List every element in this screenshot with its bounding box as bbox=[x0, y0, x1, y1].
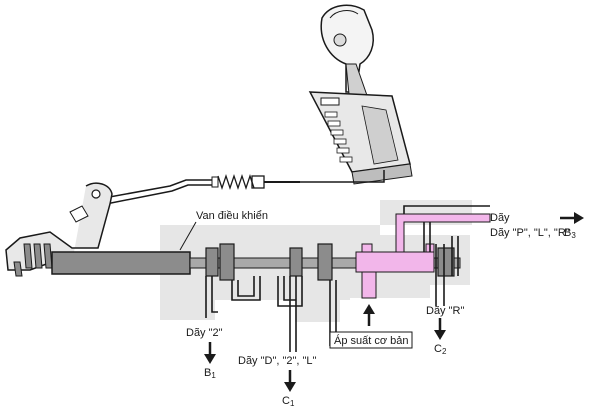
label-line-2: Dãy "2" bbox=[186, 327, 223, 339]
valve-linkage bbox=[5, 182, 113, 277]
arrow-b1 bbox=[204, 342, 216, 364]
label-b3: B3 bbox=[564, 227, 576, 240]
valve-land-5 bbox=[437, 247, 455, 277]
shift-gate bbox=[308, 91, 413, 185]
label-base-pressure: Áp suất cơ bản bbox=[334, 334, 408, 347]
shift-cable bbox=[103, 170, 385, 205]
label-c2: C2 bbox=[434, 343, 447, 356]
label-line-r: Dãy "R" bbox=[426, 305, 464, 317]
fluid-lines bbox=[205, 205, 490, 352]
control-valve-leader bbox=[179, 221, 197, 251]
label-line-plr-1: Dãy bbox=[490, 212, 510, 224]
valve-land-3 bbox=[289, 247, 303, 277]
valve-land-1 bbox=[205, 247, 219, 277]
arrow-b3 bbox=[560, 212, 584, 224]
arrow-c2 bbox=[434, 318, 446, 340]
arrow-base-pressure bbox=[363, 304, 375, 326]
valve-land-4 bbox=[317, 243, 333, 281]
label-control-valve: Van điều khiển bbox=[196, 210, 268, 222]
label-line-plr: Dãy "P", "L", "R" bbox=[490, 227, 570, 239]
pressure-path bbox=[355, 213, 491, 299]
label-c1: C1 bbox=[282, 395, 295, 408]
shift-lever bbox=[320, 4, 374, 105]
valve-spool bbox=[51, 251, 191, 275]
label-line-d2l: Dãy "D", "2", "L" bbox=[238, 355, 317, 367]
label-b1: B1 bbox=[204, 367, 216, 380]
arrow-c1 bbox=[284, 370, 296, 392]
valve-land-2 bbox=[219, 243, 235, 281]
base-pressure-box bbox=[329, 331, 413, 349]
